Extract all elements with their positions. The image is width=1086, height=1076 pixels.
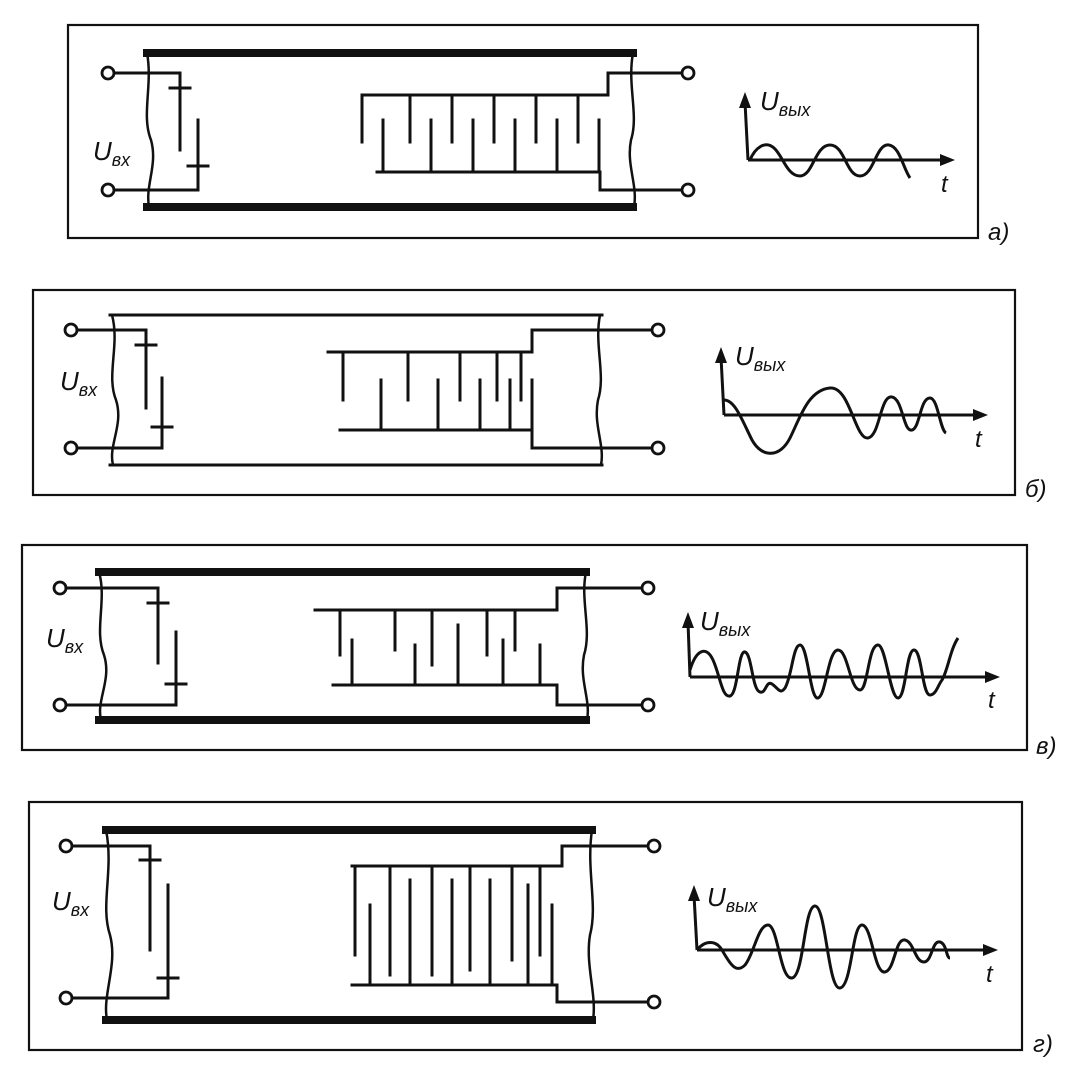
input-transducer-top [75,328,148,410]
substrate-right-break [587,829,596,1021]
substrate-right-break [581,571,590,721]
output-waveform-graph: Uвых t [688,882,998,990]
y-axis-arrow [739,92,751,108]
input-voltage-label: Uвх [52,886,90,920]
output-voltage-label: Uвых [760,86,811,120]
output-waveform [723,386,948,455]
input-terminal-top [58,838,74,854]
substrate-left-break [110,314,120,466]
panel-g: Uвх Uвых t г) [27,800,1053,1058]
input-transducer-bottom [70,883,170,1000]
input-terminal-bottom [52,697,68,713]
output-waveform-graph: Uвых t [682,606,1000,714]
y-axis-arrow [682,612,694,628]
output-waveform [748,143,912,179]
substrate-right-break [595,314,604,466]
time-axis-label: t [986,961,994,988]
output-voltage-label: Uвых [735,341,786,375]
substrate-left-break [97,571,108,721]
y-axis-arrow [715,347,727,363]
output-voltage-label: Uвых [700,606,751,640]
time-axis-label: t [941,171,949,198]
x-axis-arrow [973,409,988,421]
output-terminal-bottom [650,440,666,456]
input-voltage-label: Uвх [46,623,84,657]
y-axis [743,101,750,161]
output-transducer [326,328,654,450]
input-voltage-label: Uвх [93,136,131,170]
input-transducer-bottom [64,630,178,707]
time-axis-label: t [988,687,996,714]
output-terminal-bottom [680,182,696,198]
output-terminal-bottom [646,994,662,1010]
panel-v-label: в) [1036,733,1057,760]
substrate-left-break [104,829,114,1021]
panel-b: Uвх Uвых t б) [31,288,1047,503]
y-axis [692,894,699,951]
input-transducer-top [112,71,182,152]
panel-a-label: а) [988,219,1009,246]
output-transducer [360,71,684,192]
output-voltage-label: Uвых [707,882,758,916]
panel-frame [31,288,1017,497]
input-transducer-top [70,844,152,952]
panel-v: Uвх Uвых t в) [20,543,1057,760]
y-axis [719,356,726,416]
substrate-left-break [145,52,155,208]
input-terminal-bottom [58,990,74,1006]
input-terminal-top [52,580,68,596]
input-terminal-bottom [100,182,116,198]
output-transducer [350,844,650,1004]
input-terminal-top [63,322,79,338]
panel-frame [66,23,980,240]
panel-b-label: б) [1025,476,1047,503]
input-terminal-bottom [63,440,79,456]
y-axis-arrow [688,885,700,901]
time-axis-label: t [975,426,983,453]
input-transducer-bottom [112,118,200,192]
input-terminal-top [100,65,116,81]
input-voltage-label: Uвх [60,366,98,400]
panel-frame [20,543,1029,752]
output-terminal-top [646,838,662,854]
substrate-right-break [628,52,637,208]
output-waveform [695,904,951,990]
panel-frame [27,800,1024,1052]
output-terminal-top [640,580,656,596]
output-waveform-graph: Uвых t [715,341,988,455]
x-axis-arrow [983,944,998,956]
output-terminal-top [680,65,696,81]
panel-a: Uвх Uвых t а) [66,23,1009,246]
input-transducer-bottom [75,376,164,450]
output-waveform-graph: Uвых t [739,86,955,198]
output-terminal-bottom [640,697,656,713]
output-terminal-top [650,322,666,338]
input-transducer-top [64,586,160,665]
x-axis-arrow [940,154,955,166]
output-transducer [313,586,644,707]
panel-g-label: г) [1033,1031,1053,1058]
x-axis-arrow [985,671,1000,683]
output-waveform [688,637,960,700]
